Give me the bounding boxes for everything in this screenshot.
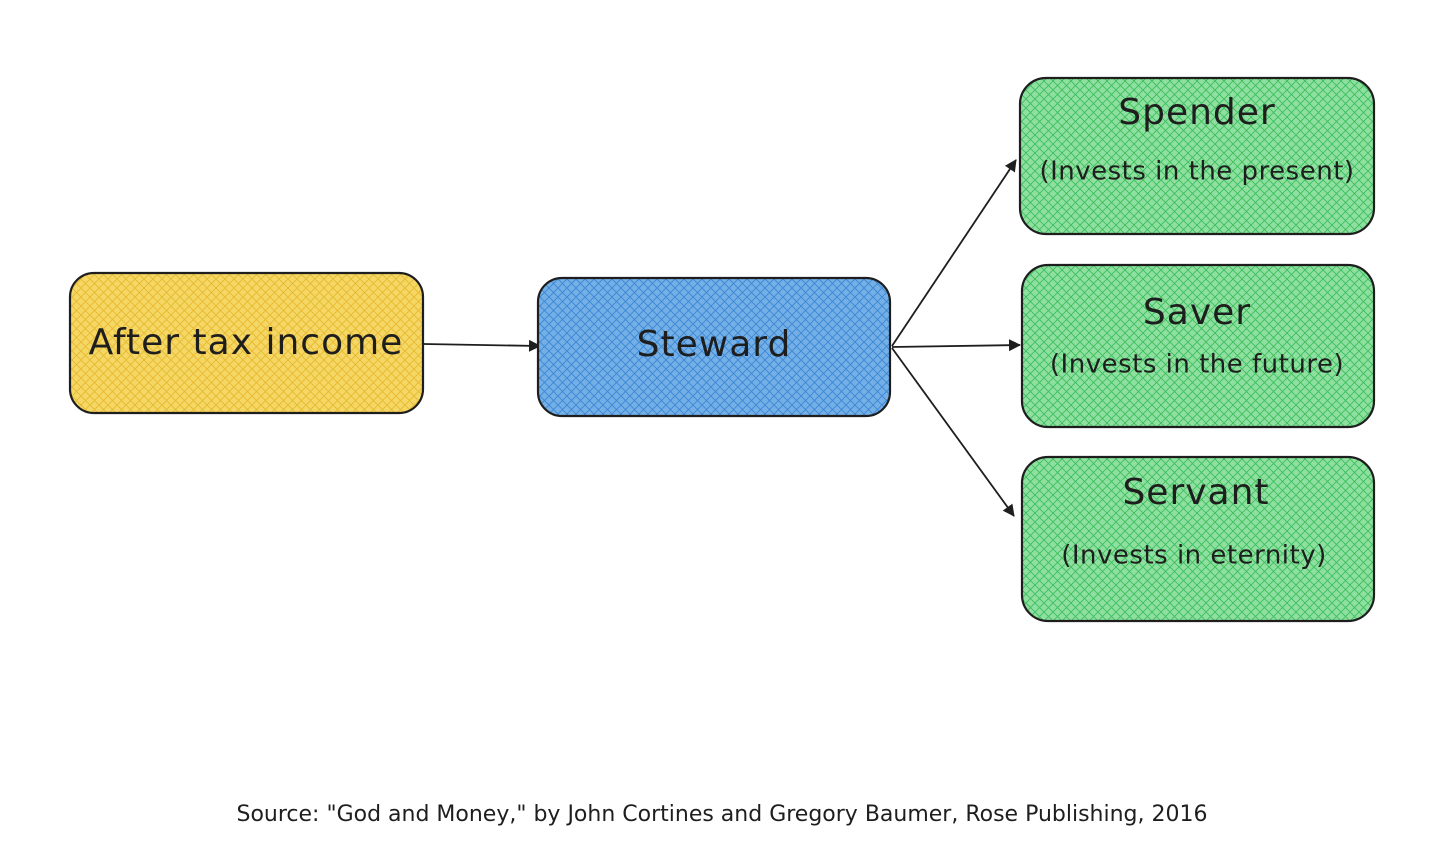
edge-income-to-steward — [423, 339, 541, 352]
node-saver: Saver (Invests in the future) — [1020, 263, 1376, 429]
node-after-tax-income: After tax income — [68, 271, 425, 415]
node-saver-subtitle: (Invests in the future) — [1050, 350, 1344, 380]
node-steward-title: Steward — [637, 324, 792, 365]
node-spender: Spender (Invests in the present) — [1018, 76, 1376, 236]
node-steward: Steward — [536, 276, 892, 418]
edge-steward-to-spender — [891, 159, 1017, 347]
node-spender-box — [1018, 76, 1376, 236]
edge-steward-to-saver — [891, 339, 1021, 352]
node-income-box — [68, 271, 425, 415]
node-saver-title: Saver — [1143, 292, 1251, 333]
edges — [423, 159, 1021, 517]
node-servant-box — [1020, 455, 1376, 623]
node-spender-subtitle: (Invests in the present) — [1039, 157, 1354, 187]
node-servant-subtitle: (Invests in eternity) — [1061, 541, 1327, 571]
node-servant: Servant (Invests in eternity) — [1020, 455, 1376, 623]
node-steward-box — [536, 276, 892, 418]
edge-steward-to-servant — [891, 347, 1015, 517]
node-income-title: After tax income — [89, 322, 404, 363]
node-servant-title: Servant — [1122, 472, 1269, 513]
node-spender-title: Spender — [1118, 92, 1275, 133]
source-caption: Source: "God and Money," by John Cortine… — [236, 802, 1207, 827]
node-saver-box — [1020, 263, 1376, 429]
